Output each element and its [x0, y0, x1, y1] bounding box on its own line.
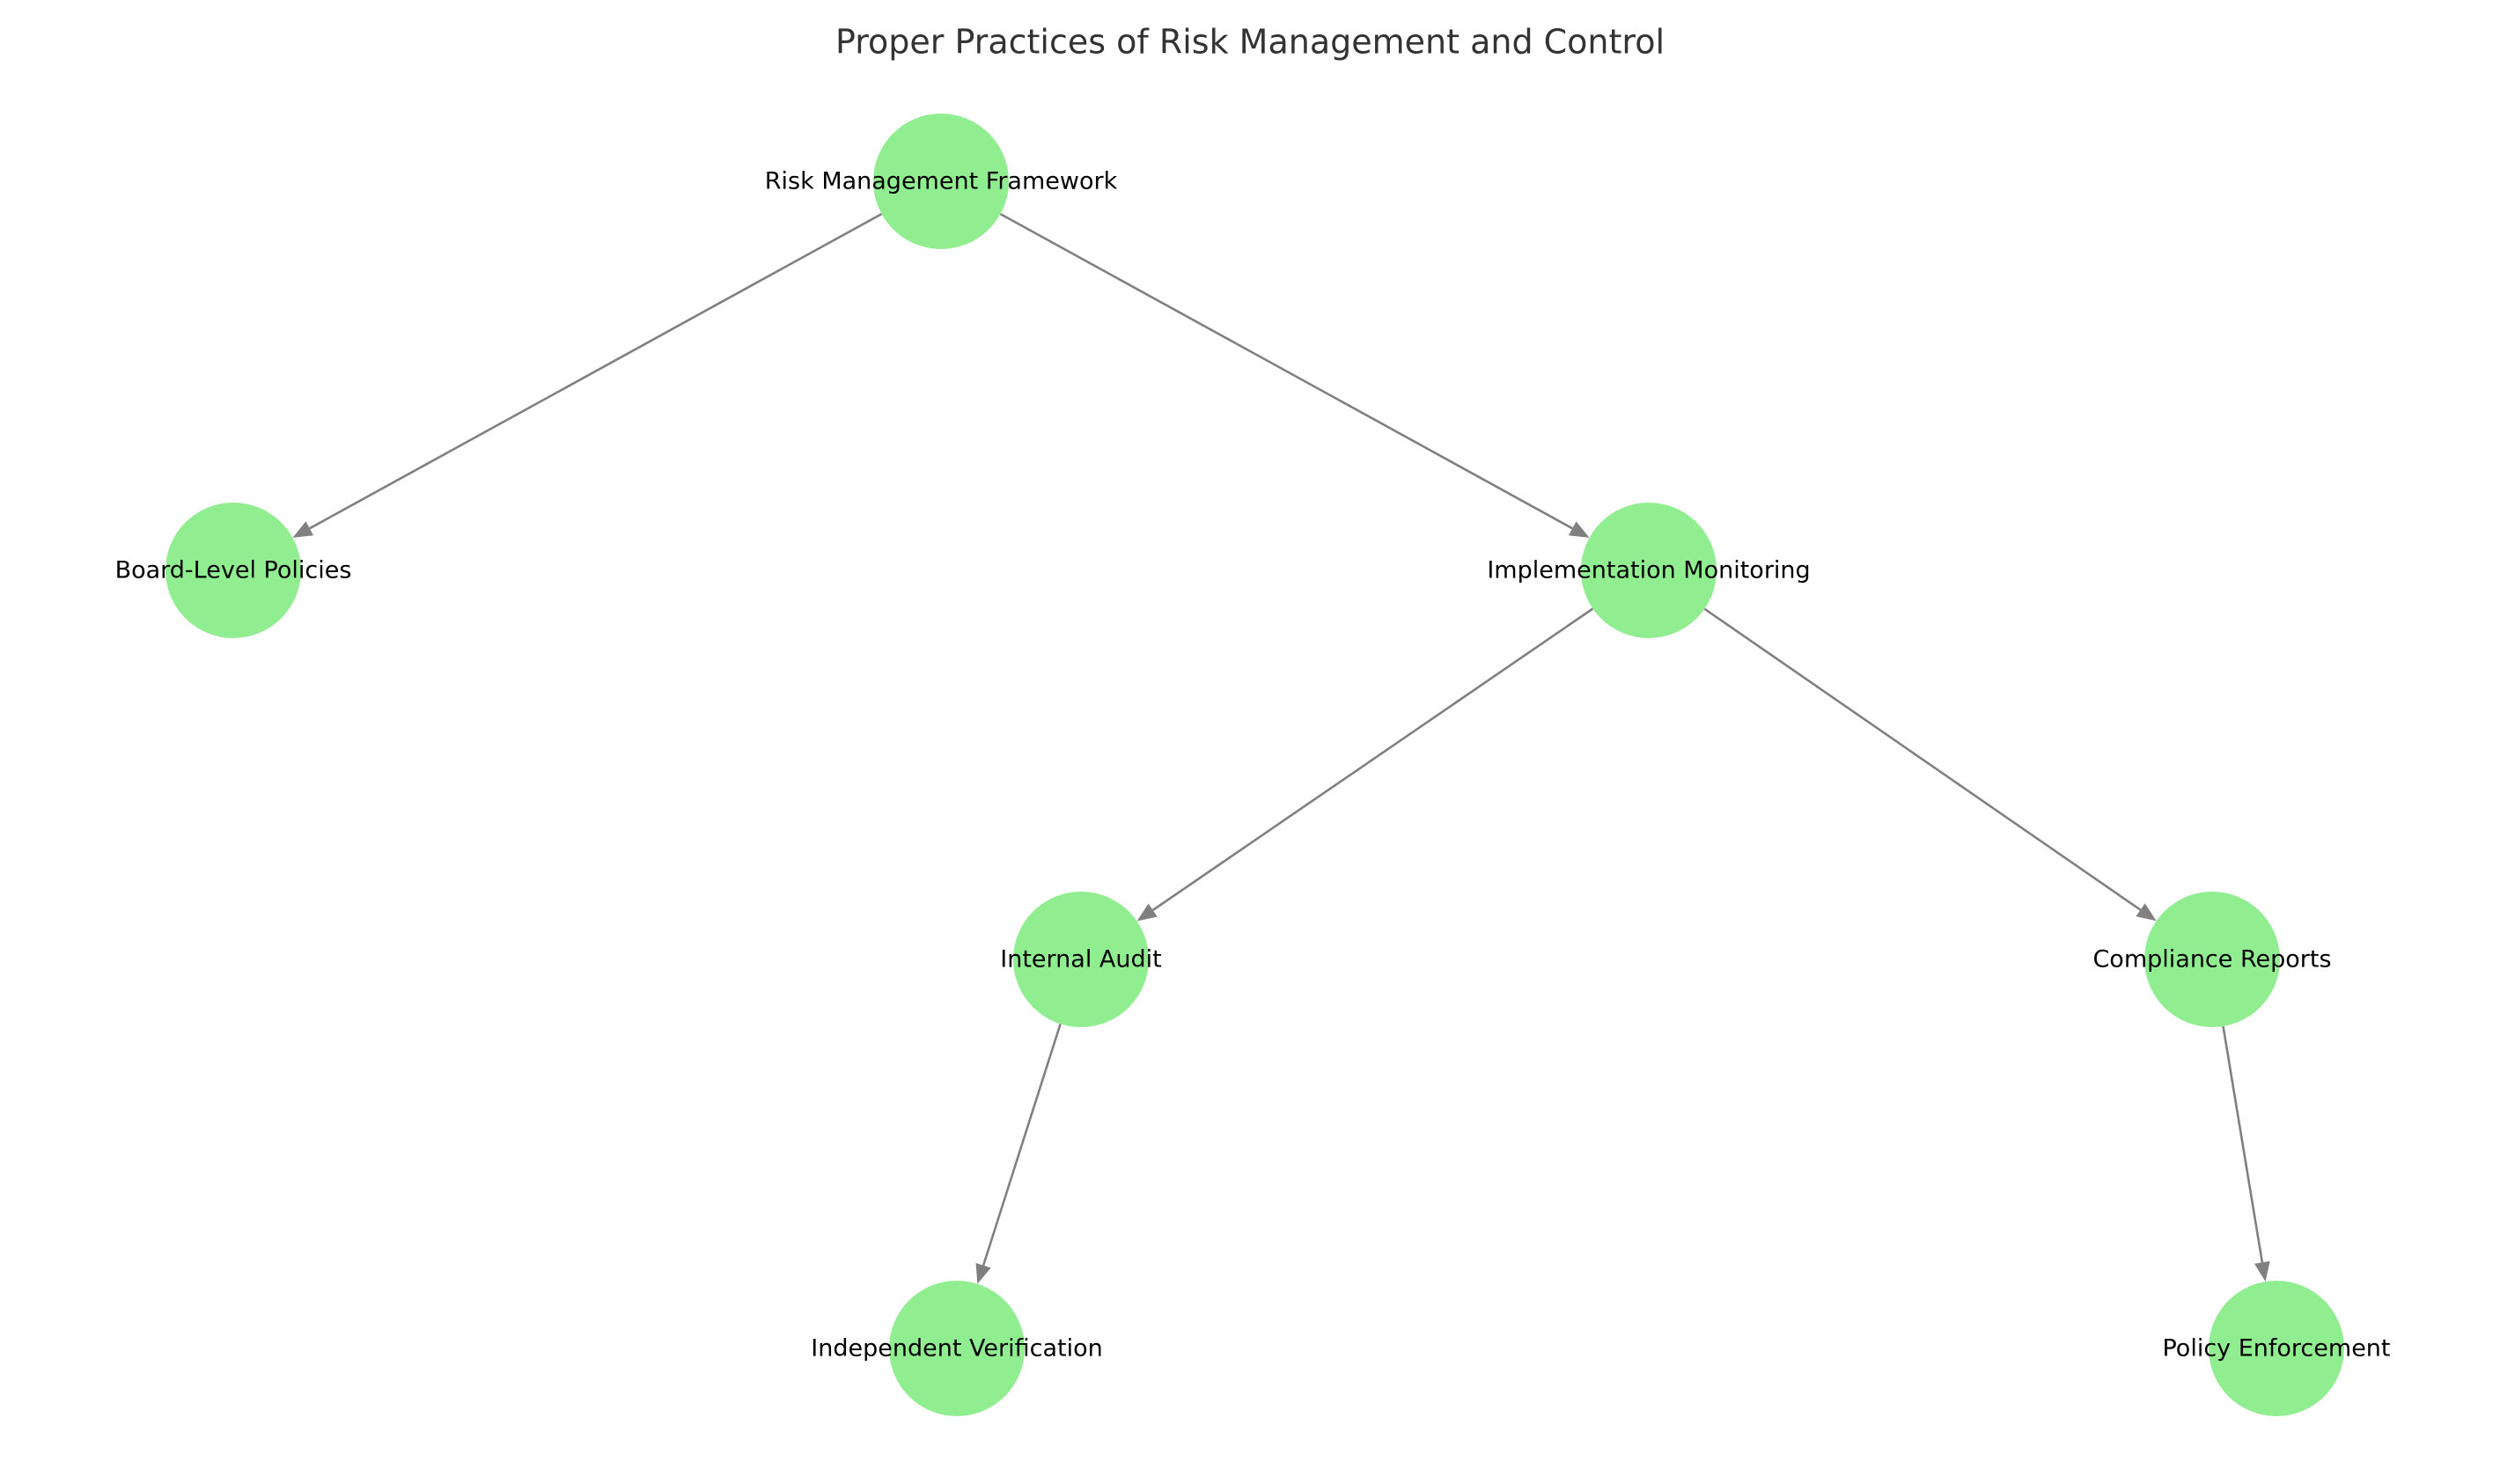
edge-line: [982, 1024, 1062, 1267]
edge-line: [2222, 1025, 2264, 1263]
edge-risk-management-framework-to-board-level-policies: [292, 212, 883, 538]
node-label: Board-Level Policies: [115, 557, 352, 584]
edge-line: [309, 212, 883, 530]
node-label: Independent Verification: [811, 1335, 1102, 1363]
edge-line: [999, 212, 1573, 530]
edge-implementation-monitoring-to-compliance-reports: [1703, 607, 2157, 922]
node-board-level-policies: Board-Level Policies: [115, 503, 352, 638]
edge-risk-management-framework-to-implementation-monitoring: [999, 212, 1590, 538]
node-label: Risk Management Framework: [765, 168, 1118, 195]
node-circle: [2144, 892, 2280, 1027]
node-circle: [1581, 503, 1717, 638]
node-circle: [889, 1281, 1025, 1416]
node-circle: [165, 503, 301, 638]
arrowhead-icon: [292, 521, 314, 538]
node-label: Internal Audit: [1000, 946, 1161, 973]
node-label: Policy Enforcement: [2162, 1335, 2390, 1363]
node-label: Implementation Monitoring: [1487, 557, 1810, 584]
arrowhead-icon: [2136, 903, 2157, 922]
edge-internal-audit-to-independent-verification: [975, 1024, 1062, 1284]
arrowhead-icon: [2254, 1260, 2270, 1282]
edge-line: [1151, 607, 1594, 912]
node-independent-verification: Independent Verification: [811, 1281, 1103, 1416]
node-implementation-monitoring: Implementation Monitoring: [1487, 503, 1811, 638]
node-policy-enforcement: Policy Enforcement: [2162, 1281, 2391, 1416]
node-circle: [1013, 892, 1149, 1027]
arrowhead-icon: [1136, 903, 1158, 922]
edges-layer: [292, 212, 2270, 1284]
node-label: Compliance Reports: [2092, 946, 2331, 973]
node-risk-management-framework: Risk Management Framework: [765, 114, 1118, 249]
edge-compliance-reports-to-policy-enforcement: [2222, 1025, 2270, 1282]
diagram-title: Proper Practices of Risk Management and …: [835, 23, 1665, 62]
arrowhead-icon: [1568, 521, 1590, 538]
edge-line: [1703, 607, 2142, 911]
edge-implementation-monitoring-to-internal-audit: [1136, 607, 1594, 922]
node-internal-audit: Internal Audit: [1000, 892, 1162, 1027]
arrowhead-icon: [975, 1262, 991, 1284]
node-compliance-reports: Compliance Reports: [2092, 892, 2332, 1027]
node-circle: [2209, 1281, 2344, 1416]
node-circle: [873, 114, 1009, 249]
